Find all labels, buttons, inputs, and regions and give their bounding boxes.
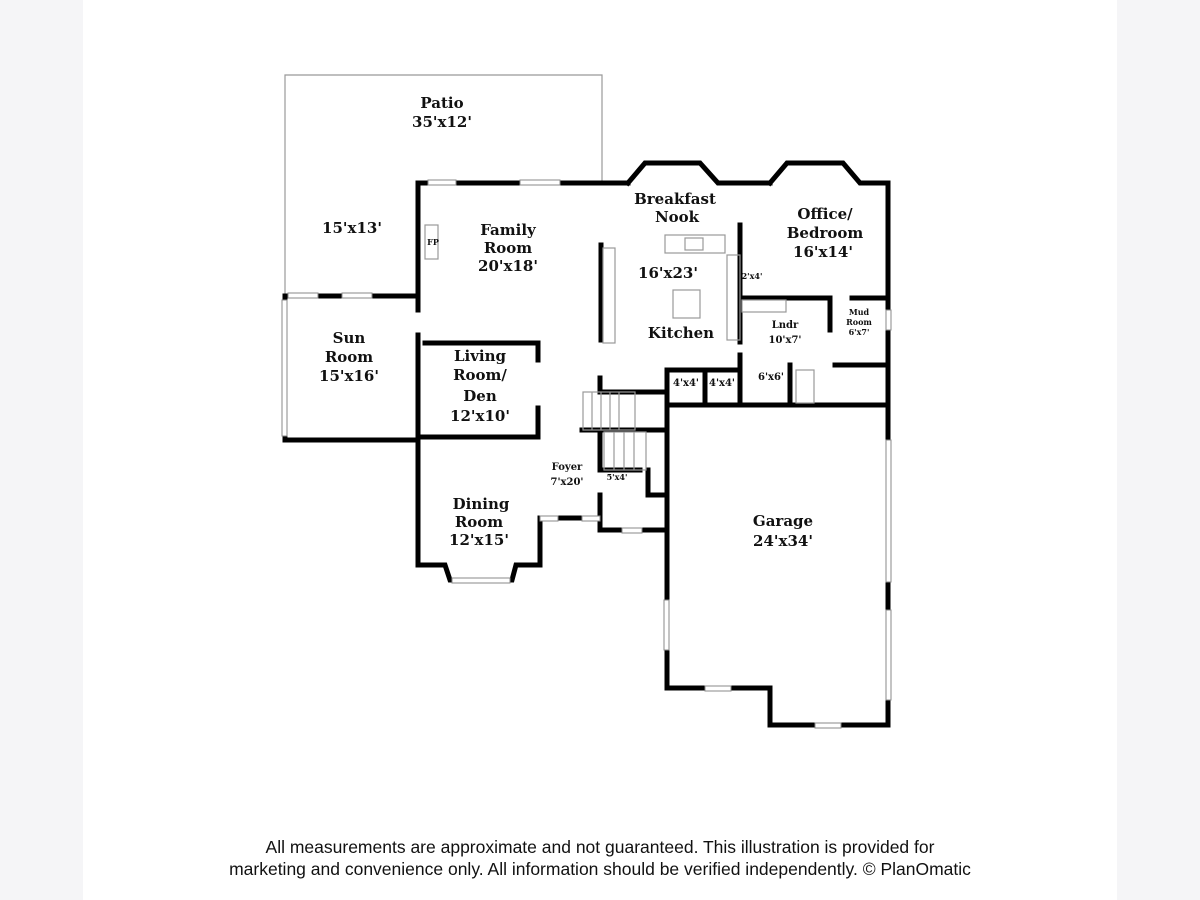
office-name: Bedroom: [787, 224, 864, 242]
breakfast-nook-name: Breakfast: [634, 190, 716, 208]
patio-area-size: 15'x13': [322, 219, 382, 237]
mud-room-size: 6'x7': [849, 327, 870, 337]
powder-size: 5'x4': [607, 472, 628, 482]
sun-room-name: Sun: [333, 329, 366, 347]
bath-size: 6'x6': [758, 372, 784, 383]
dining-room-name: Dining: [453, 495, 510, 513]
foyer-size: 7'x20': [551, 477, 584, 488]
sun-room-name: Room: [325, 348, 373, 366]
breakfast-nook-name: Nook: [655, 208, 700, 226]
family-room-name: Family: [480, 221, 537, 239]
sun-room-size: 15'x16': [319, 367, 379, 385]
disclaimer-line: marketing and convenience only. All info…: [229, 859, 971, 879]
fireplace-label: FP: [427, 237, 439, 247]
living-room-name: Living: [454, 347, 507, 365]
dining-room-size: 12'x15': [449, 531, 509, 549]
living-room-name: Den: [463, 387, 497, 405]
family-room-size: 20'x18': [478, 257, 538, 275]
disclaimer-line: All measurements are approximate and not…: [265, 837, 935, 857]
kitchen-name: Kitchen: [648, 324, 714, 342]
dining-room-name: Room: [455, 513, 503, 531]
closet-b-size: 4'x4': [709, 378, 735, 389]
living-room-name: Room/: [453, 366, 507, 384]
kitchen-size: 16'x23': [638, 264, 698, 282]
stairs: [582, 369, 815, 471]
laundry-name: Lndr: [772, 320, 799, 331]
closet-a-size: 4'x4': [673, 378, 699, 389]
patio-size: 35'x12': [412, 113, 472, 131]
disclaimer: All measurements are approximate and not…: [0, 836, 1200, 880]
mud-room-name: Room: [846, 317, 872, 327]
laundry-size: 10'x7': [769, 335, 802, 346]
sun-room-window: [281, 299, 288, 437]
patio-name: Patio: [420, 94, 463, 112]
closet-size: 2'x4': [742, 271, 763, 281]
foyer-name: Foyer: [552, 462, 583, 473]
garage-name: Garage: [753, 512, 813, 530]
windows: [287, 179, 892, 729]
office-size: 16'x14': [793, 243, 853, 261]
patio-outline: [284, 74, 603, 295]
mud-room-name: Mud: [849, 307, 870, 317]
kitchen-fixtures: [424, 224, 787, 344]
office-name: Office/: [797, 205, 853, 223]
garage-size: 24'x34': [753, 532, 813, 550]
family-room-name: Room: [484, 239, 532, 257]
living-room-size: 12'x10': [450, 407, 510, 425]
